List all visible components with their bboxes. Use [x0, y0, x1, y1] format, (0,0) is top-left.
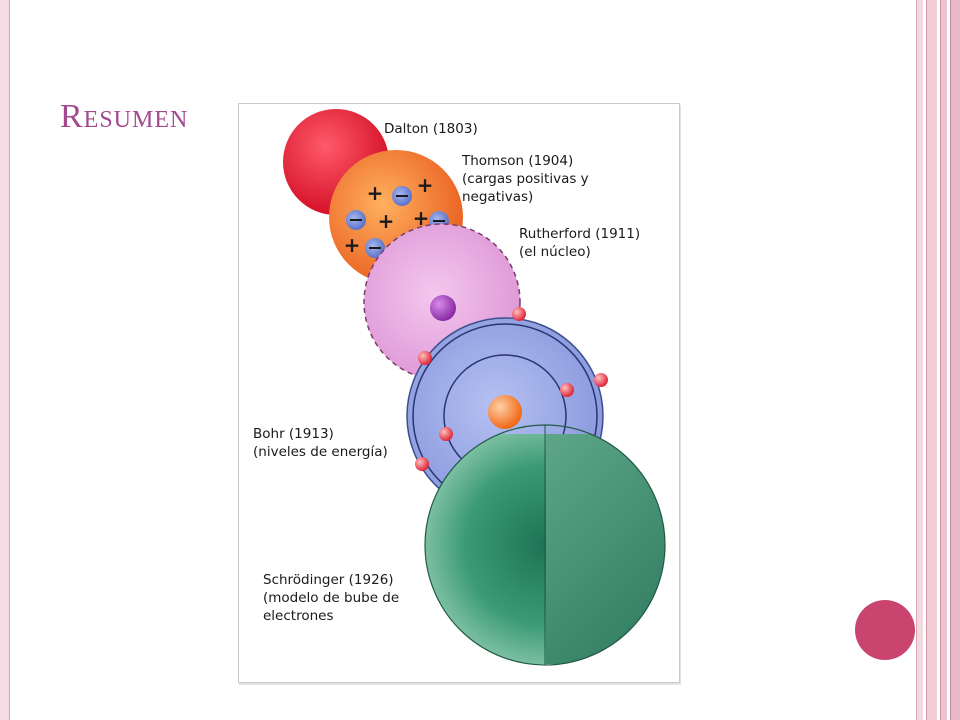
schrodinger-sphere	[424, 424, 666, 666]
slide-left-border	[0, 0, 10, 720]
rutherford-nucleus	[430, 295, 456, 321]
atomic-models-illustration: + + + + + +	[283, 109, 666, 666]
bohr-nucleus	[488, 395, 522, 429]
slide-right-border	[916, 0, 960, 720]
atomic-models-figure: + + + + + + Dalt	[238, 103, 680, 683]
charge-5: +	[344, 233, 361, 257]
label-dalton: Dalton (1803)	[384, 121, 478, 137]
thomson-charges	[346, 186, 449, 258]
label-rutherford: Rutherford (1911) (el núcleo)	[519, 226, 641, 260]
charge-4: +	[413, 206, 430, 230]
bohr-electrons	[415, 307, 608, 471]
charge-2: +	[417, 173, 434, 197]
label-schrodinger: Schrödinger (1926) (modelo de bube de el…	[263, 572, 400, 624]
charge-1: +	[367, 181, 384, 205]
slide-title: Resumen	[60, 98, 189, 135]
decorative-circle	[855, 600, 915, 660]
label-thomson: Thomson (1904) (cargas positivas y negat…	[462, 153, 589, 205]
label-bohr: Bohr (1913) (niveles de energía)	[253, 426, 388, 460]
charge-3: +	[378, 209, 395, 233]
